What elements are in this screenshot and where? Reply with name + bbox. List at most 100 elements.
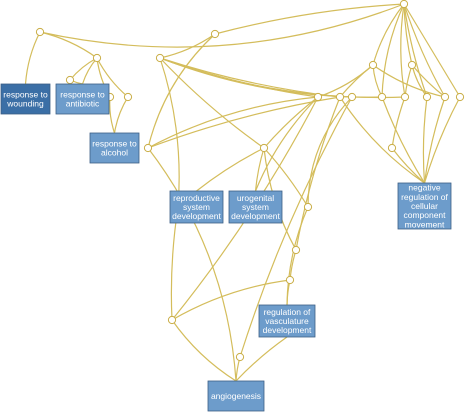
graph-node-circle [399,0,409,9]
term-label-line: movement [405,219,445,229]
graph-node-circle [387,143,397,153]
graph-edge [403,3,428,98]
term-label-line: angiogenesis [211,391,261,401]
graph-edge [39,3,405,48]
graph-edge [147,96,319,149]
graph-edge [159,57,353,98]
term-label-line: alcohol [101,148,128,158]
graph-edge [263,147,309,208]
term-label-line: response to [3,89,48,99]
graph-edge [39,31,98,59]
term-label-line: negative [408,183,440,193]
term-box [228,190,283,224]
graph-edge [422,96,428,184]
graph-node-circle [335,92,345,102]
graph-node-circle [313,92,323,102]
graph-edge [400,3,406,98]
graph-node-circle [143,143,153,153]
graph-edge [96,57,129,98]
graph-edge [24,31,41,85]
term-label-line: system [183,202,210,212]
graph-edge [391,96,406,149]
graph-node-circle [407,60,417,70]
term-label-line: response to [60,89,105,99]
term-node-angiogenesis[interactable]: angiogenesis [207,380,265,412]
graph-edge [381,3,405,98]
term-box [169,190,224,224]
term-box [258,304,316,338]
graph-edge [339,96,425,184]
graph-node-circle [65,75,75,85]
term-box [0,83,51,115]
graph-edge [339,64,374,98]
graph-edge [254,147,265,192]
graph-edge [109,96,116,134]
graph-edge [147,33,216,149]
term-label-line: reproductive [173,193,220,203]
graph-node-circle [440,92,450,102]
graph-edge [159,57,406,99]
graph-edge [372,64,446,98]
term-label-line: regulation of [264,307,311,317]
graph-edge [171,319,237,382]
graph-node-circle [167,315,177,325]
term-label-line: urogenital [237,193,274,203]
graph-edge [263,96,319,149]
graph-edge [391,147,425,184]
graph-edge [317,64,374,98]
graph-node-circle [123,92,133,102]
graph-node-circle [291,245,301,255]
graph-edge [170,206,179,321]
graph-edge [423,96,446,184]
term-label-line: development [231,211,280,221]
graph-node-circle [455,92,465,102]
graph-edge [307,96,353,208]
term-box [397,182,452,230]
term-label-line: cellular [411,201,438,211]
graph-edge [403,3,446,98]
graph-intermediate-nodes [35,0,465,362]
graph-edge [147,147,237,382]
graph-edge [254,96,319,192]
term-label-line: wounding [6,99,44,109]
graph-node-circle [259,143,269,153]
term-label-line: system [242,202,269,212]
term-label-line: component [403,210,446,220]
graph-edge [159,57,341,98]
term-box [207,380,265,412]
graph-edge [113,96,129,134]
graph-edge [171,279,291,321]
graph-edge [372,3,405,66]
graph-node-circle [285,275,295,285]
graph-node-circle [235,352,245,362]
graph-node-circle [155,53,165,63]
term-label-line: development [172,211,221,221]
graph-node-circle [35,27,45,37]
graph-edge [69,57,98,81]
graph-node-circle [210,29,220,39]
term-box [89,132,140,164]
graph-node-circle [377,92,387,102]
graph-edge [159,57,180,208]
graph-edge [403,3,461,98]
term-label-line: antibiotic [66,99,100,109]
graph-edge [159,57,265,149]
graph-node-circle [368,60,378,70]
graph-edge [214,3,405,35]
term-label-line: development [263,325,312,335]
term-label-line: response to [92,138,137,148]
graph-edge [381,96,426,184]
graph-node-circle [422,92,432,102]
graph-node-circle [347,92,357,102]
graph-edge [196,147,265,192]
graph-edge [159,33,216,59]
